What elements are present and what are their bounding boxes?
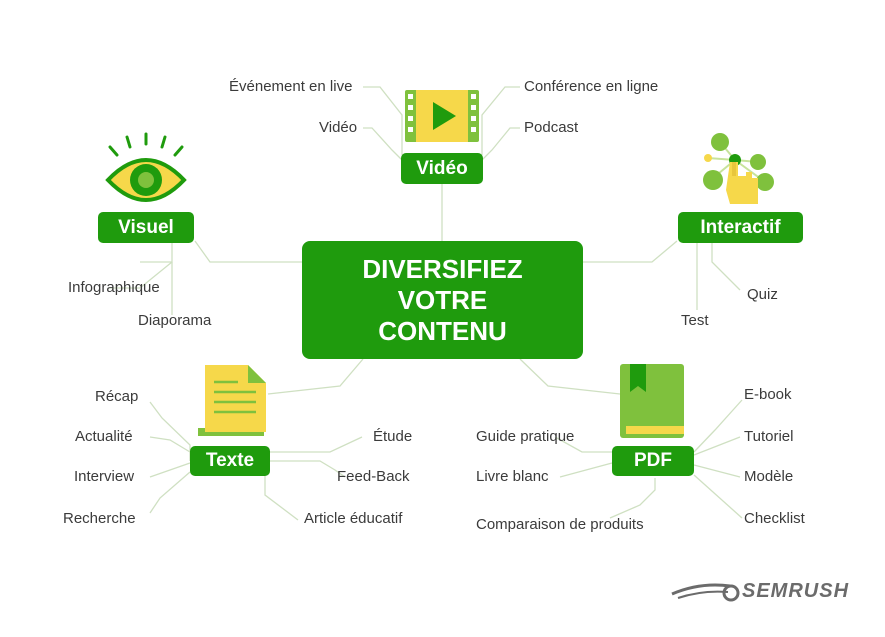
pdf-item-checklist: Checklist — [744, 510, 805, 527]
branch-visuel-title: Visuel — [98, 212, 194, 243]
texte-item-etude: Étude — [373, 428, 413, 445]
video-item-podcast: Podcast — [524, 119, 579, 136]
texte-item-recap: Récap — [95, 388, 139, 405]
interactif-item-quiz: Quiz — [747, 286, 778, 303]
pdf-item-guide-pratique: Guide pratique — [476, 428, 575, 445]
connector-lines — [108, 86, 743, 521]
texte-item-interview: Interview — [74, 468, 135, 485]
pdf-item-modele: Modèle — [744, 468, 794, 485]
book-icon — [620, 364, 684, 438]
texte-item-actualite: Actualité — [75, 428, 133, 445]
center-title-line3: CONTENU — [378, 315, 507, 346]
center-title-line1: DIVERSIFIEZ — [362, 253, 523, 284]
texte-item-recherche: Recherche — [63, 510, 136, 527]
video-item-conference: Conférence en ligne — [524, 78, 659, 95]
pdf-item-ebook: E-book — [744, 386, 792, 403]
branch-interactif-title: Interactif — [678, 212, 803, 243]
center-title-line2: VOTRE — [397, 284, 488, 315]
semrush-logo: SEMRUSH — [742, 580, 849, 603]
video-icon — [405, 90, 479, 142]
document-icon — [198, 365, 266, 436]
pdf-item-tutoriel: Tutoriel — [744, 428, 794, 445]
eye-icon — [105, 132, 187, 202]
center-node: DIVERSIFIEZ VOTRE CONTENU — [302, 241, 583, 359]
pdf-item-comparaison: Comparaison de produits — [476, 516, 644, 533]
interactif-item-test: Test — [681, 312, 709, 329]
semrush-logo-text: SEMRUSH — [742, 580, 850, 602]
branch-video-title: Vidéo — [401, 153, 483, 184]
texte-item-feedback: Feed-Back — [337, 468, 410, 485]
video-item-video: Vidéo — [319, 119, 358, 136]
video-item-evenement-live: Événement en live — [229, 78, 353, 95]
interactive-touch-icon — [703, 133, 774, 204]
branch-texte-title: Texte — [190, 446, 270, 476]
pdf-item-livre-blanc: Livre blanc — [476, 468, 549, 485]
visuel-item-diaporama: Diaporama — [138, 312, 212, 329]
semrush-logo-icon — [671, 583, 740, 602]
visuel-item-infographique: Infographique — [68, 279, 160, 296]
texte-item-article-educatif: Article éducatif — [304, 510, 403, 527]
branch-pdf-title: PDF — [612, 446, 694, 476]
